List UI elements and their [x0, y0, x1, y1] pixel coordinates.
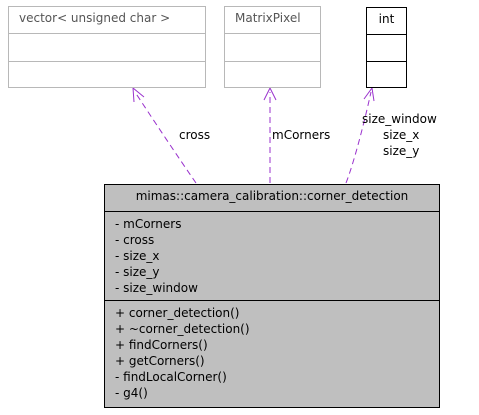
vector-op-section: [9, 61, 205, 89]
int-class-box: int: [366, 7, 407, 88]
matrixpixel-op-section: [225, 61, 320, 89]
int-attr-section: [367, 34, 406, 62]
operation-item: + getCorners(): [115, 354, 205, 368]
mcorners-edge-label: mCorners: [272, 128, 331, 142]
attribute-item: - size_x: [115, 249, 160, 263]
size-y-edge-label: size_y: [383, 144, 420, 158]
matrixpixel-attr-section: [225, 33, 320, 62]
attribute-item: - size_window: [115, 281, 198, 295]
int-class-title: int: [378, 12, 395, 26]
cross-edge-line: [134, 91, 197, 184]
operation-item: - g4(): [115, 386, 148, 400]
matrixpixel-class-title: MatrixPixel: [235, 11, 301, 25]
attributes-section: - mCorners - cross - size_x - size_y - s…: [105, 211, 439, 304]
vector-attr-section: [9, 33, 205, 62]
operations-section: + corner_detection() + ~corner_detection…: [105, 300, 439, 412]
cross-edge-label: cross: [179, 128, 211, 142]
size-x-edge-label: size_x: [383, 128, 420, 142]
vector-class-title: vector< unsigned char >: [19, 11, 171, 25]
cross-arrowhead: [132, 86, 145, 103]
int-op-section: [367, 61, 406, 89]
corner-detection-class-box: mimas::camera_calibration::corner_detect…: [104, 184, 440, 408]
int-edge-line: [345, 91, 372, 184]
int-arrowhead: [363, 86, 375, 102]
operation-item: + findCorners(): [115, 338, 208, 352]
vector-class-box: vector< unsigned char >: [8, 6, 206, 88]
operation-item: - findLocalCorner(): [115, 370, 227, 384]
mcorners-arrowhead: [263, 86, 277, 101]
attribute-item: - mCorners: [115, 217, 182, 231]
operation-item: + ~corner_detection(): [115, 322, 250, 336]
attribute-item: - cross: [115, 233, 155, 247]
attribute-item: - size_y: [115, 265, 160, 279]
corner-detection-class-title: mimas::camera_calibration::corner_detect…: [135, 189, 409, 203]
size-window-edge-label: size_window: [362, 112, 437, 126]
matrixpixel-class-box: MatrixPixel: [224, 6, 321, 88]
operation-item: + corner_detection(): [115, 306, 240, 320]
